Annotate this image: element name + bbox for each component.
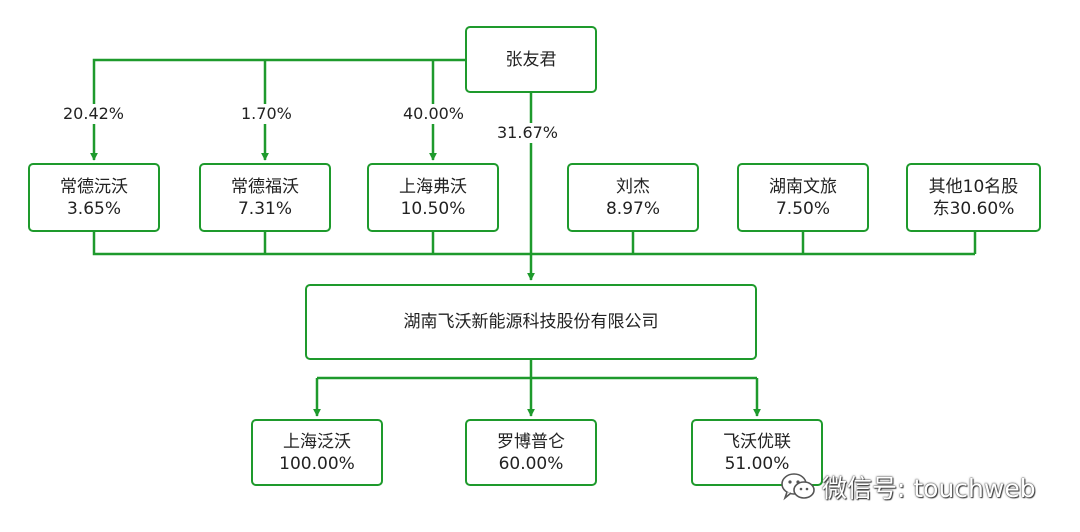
- edge-label-direct: 31.67%: [496, 123, 560, 143]
- shareholder-node: 其他10名股 东30.60%: [906, 163, 1041, 232]
- company-node: 湖南飞沃新能源科技股份有限公司: [305, 284, 757, 360]
- company-name: 湖南飞沃新能源科技股份有限公司: [403, 312, 659, 332]
- shareholder-stake: 7.31%: [237, 198, 292, 219]
- subsidiary-name: 飞沃优联: [723, 431, 791, 452]
- subsidiary-node: 罗博普仑 60.00%: [465, 419, 597, 486]
- shareholder-stake: 8.97%: [605, 198, 660, 219]
- wechat-icon: [780, 472, 816, 502]
- subsidiary-stake: 100.00%: [279, 453, 355, 474]
- shareholder-stake: 10.50%: [400, 198, 466, 219]
- subsidiary-node: 飞沃优联 51.00%: [691, 419, 823, 486]
- edge-label-shareholder-2: 1.70%: [240, 104, 293, 124]
- shareholder-node: 常德福沃 7.31%: [199, 163, 331, 232]
- subsidiary-name: 上海泛沃: [283, 431, 351, 452]
- shareholder-name: 刘杰: [616, 176, 650, 197]
- top-person-name: 张友君: [505, 49, 557, 70]
- subsidiary-stake: 60.00%: [498, 453, 564, 474]
- subsidiary-node: 上海泛沃 100.00%: [251, 419, 383, 486]
- shareholder-node: 湖南文旅 7.50%: [737, 163, 869, 232]
- shareholder-name: 其他10名股: [928, 176, 1019, 197]
- shareholder-node: 常德沅沃 3.65%: [28, 163, 160, 232]
- shareholder-node: 上海弗沃 10.50%: [367, 163, 499, 232]
- shareholder-node: 刘杰 8.97%: [567, 163, 699, 232]
- edge-label-shareholder-3: 40.00%: [402, 104, 466, 124]
- edge-label-shareholder-1: 20.42%: [62, 104, 126, 124]
- shareholder-name: 常德沅沃: [60, 176, 128, 197]
- shareholder-stake: 东30.60%: [932, 198, 1015, 219]
- shareholder-name: 湖南文旅: [769, 176, 837, 197]
- shareholder-name: 上海弗沃: [399, 176, 467, 197]
- shareholder-stake: 3.65%: [66, 198, 121, 219]
- watermark: 微信号: touchweb: [780, 472, 1036, 503]
- top-person-node: 张友君: [465, 26, 597, 93]
- edge-top-to-shareholder-1: [90, 58, 465, 161]
- shareholder-name: 常德福沃: [231, 176, 299, 197]
- watermark-text: 微信号: touchweb: [822, 474, 1036, 503]
- shareholder-stake: 7.50%: [775, 198, 830, 219]
- subsidiary-stake: 51.00%: [724, 453, 790, 474]
- subsidiary-name: 罗博普仑: [497, 431, 565, 452]
